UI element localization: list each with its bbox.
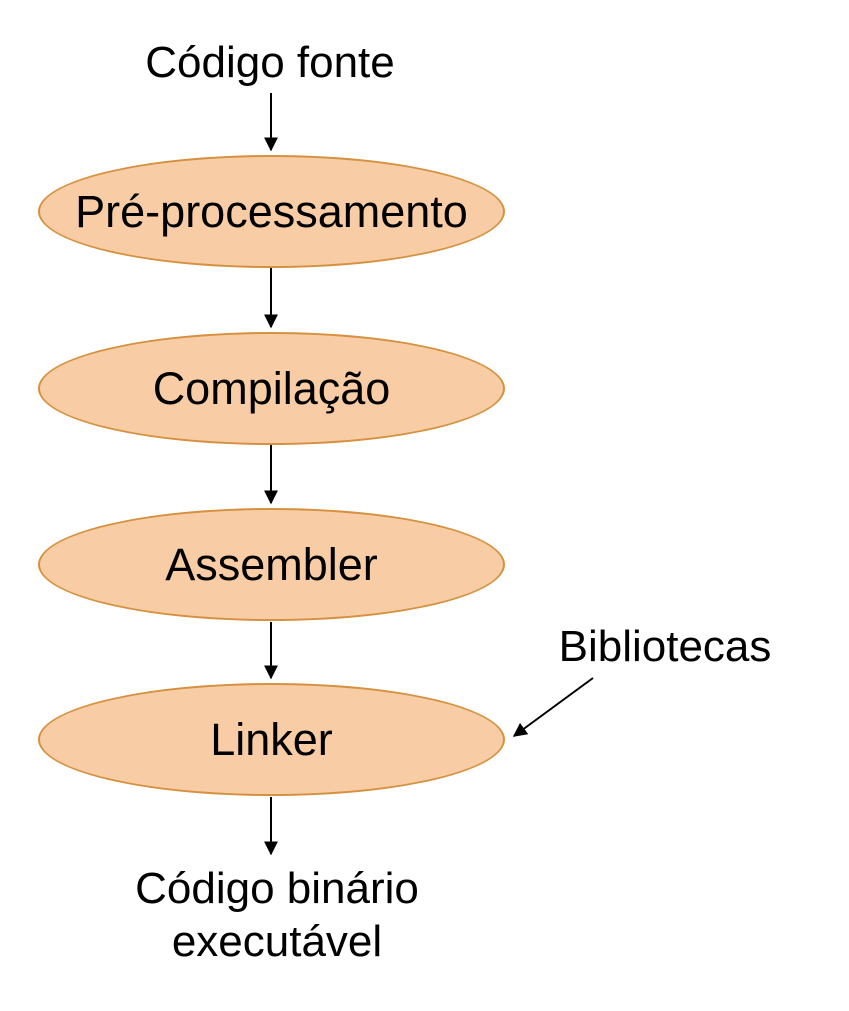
label-source-code: Código fonte [145,38,395,87]
label-libraries: Bibliotecas [558,622,772,671]
node-assembler-label: Assembler [165,539,378,590]
node-assembler: Assembler [38,508,505,621]
label-output-binary: Código binário executável [135,864,419,966]
node-preprocessing: Pré-processamento [38,155,505,268]
node-compilation-label: Compilação [152,363,391,414]
node-linker-label: Linker [210,714,333,765]
node-preprocessing-label: Pré-processamento [75,186,468,237]
node-compilation: Compilação [38,332,505,445]
node-linker: Linker [38,683,505,796]
arrow-libraries-to-linker [512,677,594,737]
